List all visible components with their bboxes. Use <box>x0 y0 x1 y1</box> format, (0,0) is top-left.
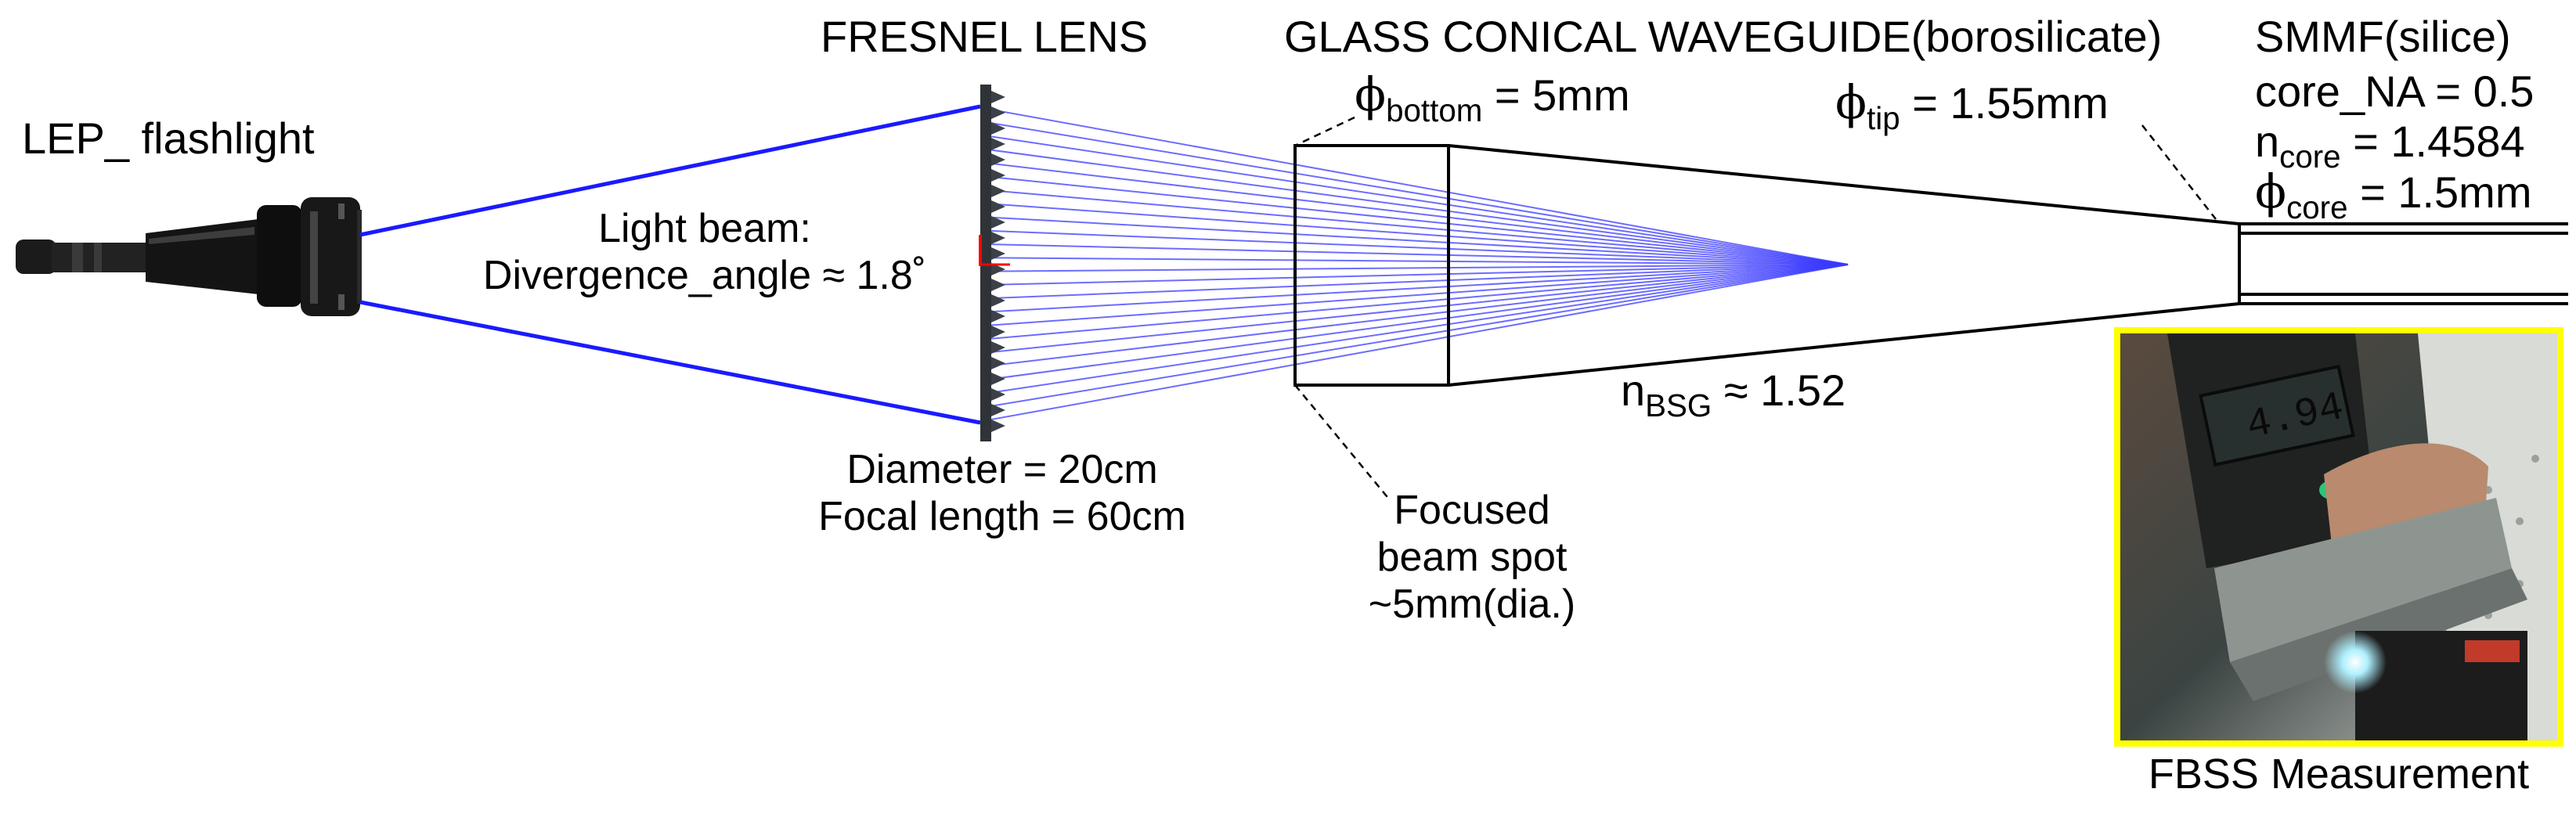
core-na-label: core_NA = 0.5 <box>2255 67 2535 116</box>
lens-tooth <box>991 373 1005 385</box>
phi-tip-label: ϕtip = 1.55mm <box>1835 75 2109 137</box>
lens-tooth <box>991 185 1005 197</box>
lens-tooth <box>991 263 1005 276</box>
lens-tooth <box>991 341 1005 354</box>
ray-line <box>990 257 1849 265</box>
ray-line <box>990 264 1849 286</box>
lens-tooth <box>991 279 1005 291</box>
flashlight-icon <box>16 197 362 316</box>
caliper-photo-image: 4.94 <box>2120 333 2557 740</box>
caliper-photo: 4.94 <box>2114 327 2563 747</box>
lens-tooth <box>991 200 1005 213</box>
lens-tooth <box>991 247 1005 260</box>
ray-line <box>990 264 1849 394</box>
focused-spot-label: Focused beam spot ~5mm(dia.) <box>1368 488 1576 627</box>
fresnel-lens-title: FRESNEL LENS <box>821 12 1149 61</box>
n-core-label: ncore = 1.4584 <box>2255 117 2525 175</box>
ray-line <box>990 243 1849 265</box>
lens-tooth <box>991 91 1005 103</box>
beam-top-edge <box>359 104 981 237</box>
lens-tooth <box>991 404 1005 416</box>
ray-line <box>990 264 1849 380</box>
converging-rays <box>990 109 1849 420</box>
conical-waveguide <box>1293 144 2241 387</box>
ray-line <box>990 264 1849 353</box>
ray-line <box>990 264 1849 313</box>
lens-tooth <box>991 388 1005 401</box>
n-bsg-label: nBSG ≈ 1.52 <box>1621 366 1846 424</box>
lens-tooth <box>991 138 1005 150</box>
ray-line <box>990 264 1849 300</box>
ray-line <box>990 176 1849 265</box>
smmf-title: SMMF(silice) <box>2255 12 2511 61</box>
lens-specs-label: Diameter = 20cm Focal length = 60cm <box>818 447 1186 539</box>
lens-tooth <box>991 420 1005 432</box>
lens-tooth <box>991 357 1005 369</box>
ray-line <box>990 162 1849 265</box>
fresnel-lens-icon <box>979 85 1010 441</box>
lens-tooth <box>991 169 1005 182</box>
ray-line <box>990 264 1849 420</box>
beam-bottom-edge <box>359 300 981 425</box>
lens-tooth <box>991 153 1005 166</box>
waveguide-title: GLASS CONICAL WAVEGUIDE(borosilicate) <box>1284 12 2163 61</box>
ray-line <box>990 264 1849 326</box>
lens-tooth <box>991 216 1005 229</box>
ray-line <box>990 216 1849 265</box>
lens-tooth <box>991 106 1005 119</box>
lens-tooth <box>991 294 1005 307</box>
ray-line <box>990 109 1849 265</box>
lens-tooth <box>991 310 1005 322</box>
ray-line <box>990 122 1849 265</box>
ray-line <box>990 189 1849 265</box>
ray-line <box>990 264 1849 340</box>
ray-line <box>990 149 1849 265</box>
smmf-fiber <box>2239 222 2568 305</box>
ray-line <box>990 264 1849 367</box>
lens-tooth <box>991 122 1005 135</box>
phi-bottom-label: ϕbottom = 5mm <box>1355 67 1630 129</box>
ray-line <box>990 135 1849 265</box>
lens-tooth <box>991 232 1005 244</box>
flashlight-label: LEP_ flashlight <box>22 113 315 163</box>
lens-tooth <box>991 326 1005 338</box>
ray-line <box>990 264 1849 407</box>
ray-line <box>990 229 1849 265</box>
light-beam-label: Light beam: Divergence_angle ≈ 1.8˚ <box>482 206 927 298</box>
ray-line <box>990 203 1849 265</box>
ray-line <box>990 264 1849 272</box>
photo-caption: FBSS Measurement <box>2148 751 2530 798</box>
phi-core-label: ϕcore = 1.5mm <box>2255 164 2532 226</box>
dashed-leaders <box>1294 116 2217 502</box>
